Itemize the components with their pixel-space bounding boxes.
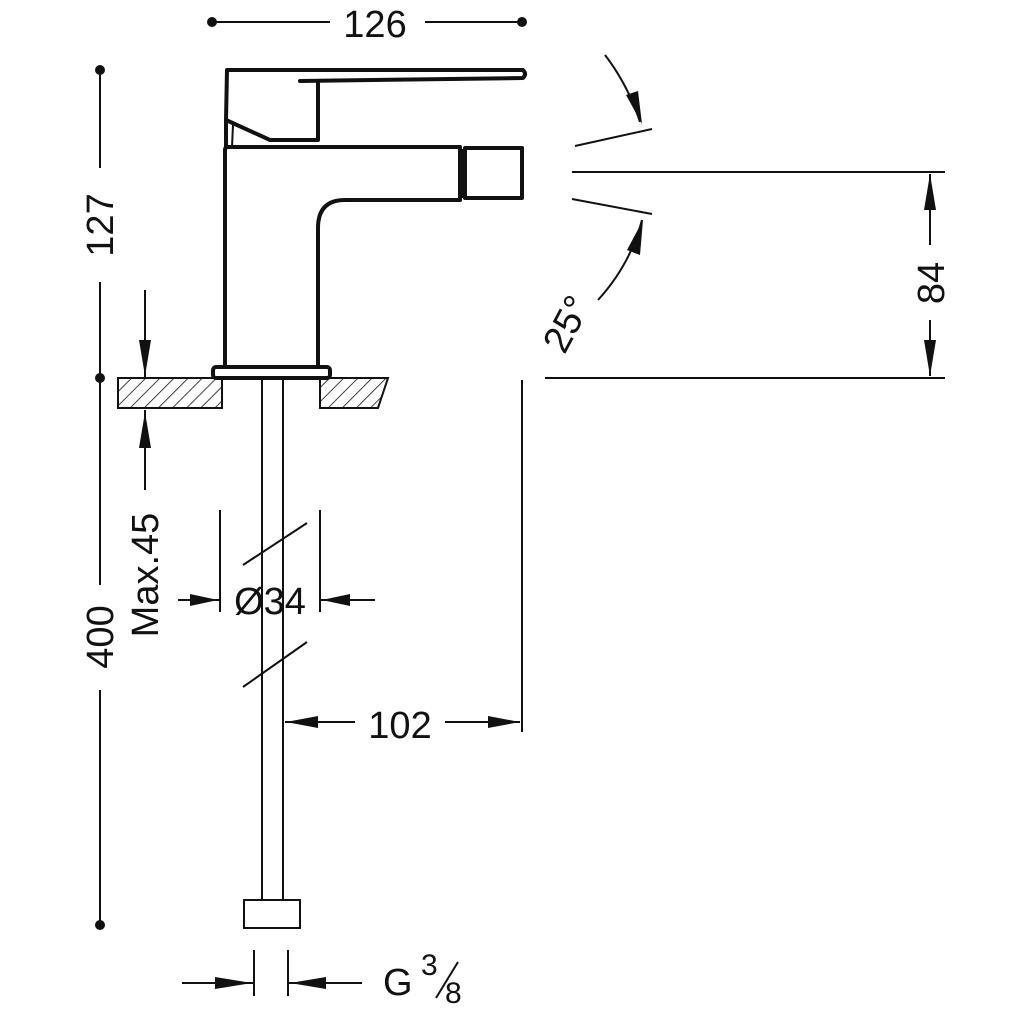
- dim-label-angle: 25°: [535, 289, 599, 359]
- dimension-max-45: Max.45: [125, 290, 167, 637]
- dimension-reach-102: 102: [285, 380, 523, 747]
- dimension-thread: G 3 8: [182, 949, 462, 1010]
- dim-label-400: 400: [80, 605, 122, 668]
- dimension-spout-84: 84: [545, 171, 953, 379]
- thread-denominator: 8: [445, 977, 462, 1010]
- dim-label-84: 84: [911, 262, 953, 304]
- supply-pipe: [242, 378, 308, 929]
- dim-label-126: 126: [343, 4, 406, 46]
- thread-label-g: G: [383, 962, 413, 1004]
- thread-numerator: 3: [421, 949, 438, 982]
- countertop-section: [117, 377, 390, 409]
- dim-label-102: 102: [368, 705, 431, 747]
- lever-handle: [224, 68, 527, 149]
- dimension-diameter-34: Ø34: [178, 510, 375, 623]
- faucet-body: [211, 145, 524, 380]
- dim-label-diameter: Ø34: [234, 581, 306, 623]
- dim-label-max45: Max.45: [125, 513, 167, 638]
- pipe-nut: [243, 899, 301, 929]
- aerator: [463, 146, 524, 200]
- dimension-height-left: 127 400: [80, 65, 122, 930]
- dim-label-127: 127: [80, 193, 122, 256]
- dimension-angle-25: 25°: [535, 54, 653, 360]
- dimension-width-126: 126: [207, 4, 527, 46]
